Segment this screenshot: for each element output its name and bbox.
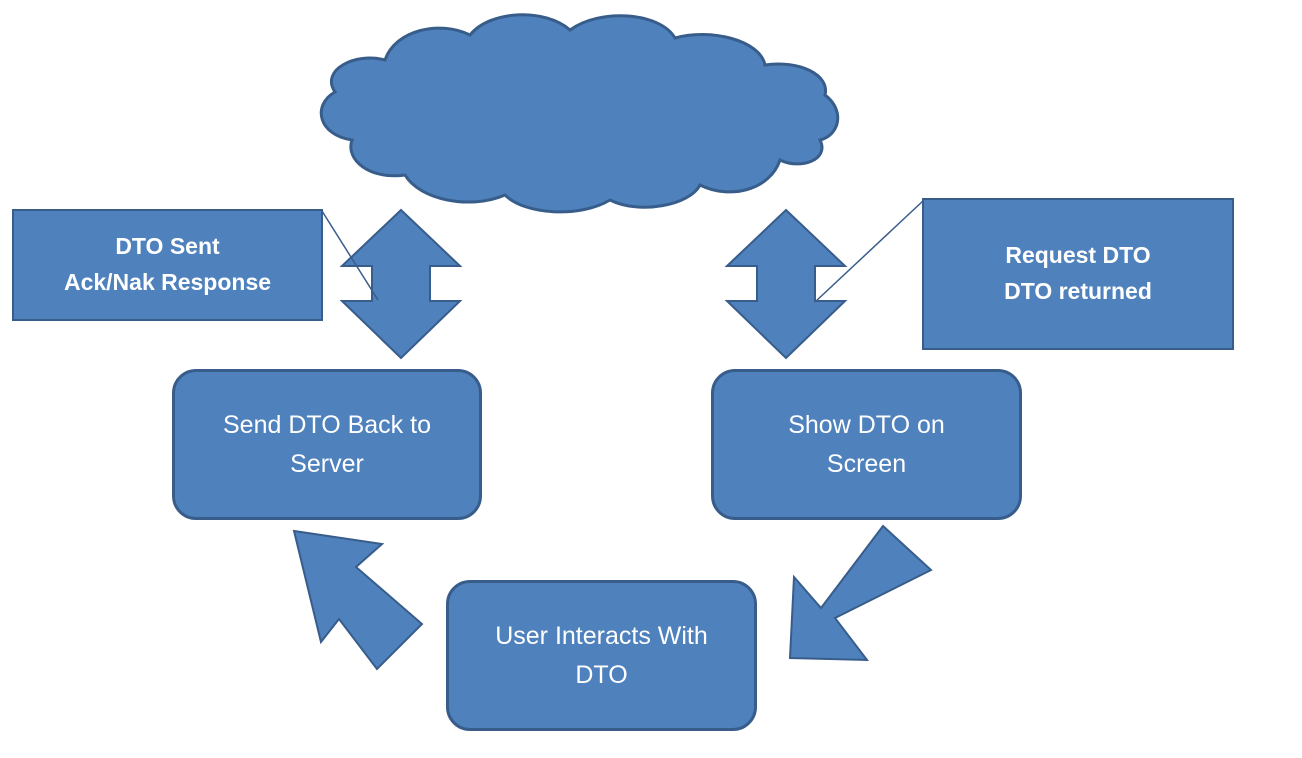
- node-user-interacts-label: User Interacts With DTO: [495, 621, 708, 689]
- node-show-dto-label: Show DTO on Screen: [788, 410, 945, 478]
- node-send-dto-back-label: Send DTO Back to Server: [223, 410, 431, 478]
- cloud-icon: [319, 13, 840, 214]
- callout-dto-sent-label: DTO Sent Ack/Nak Response: [63, 233, 272, 295]
- callout-dto-sent: DTO Sent Ack/Nak Response: [12, 209, 323, 321]
- arrow-down-left-icon: [788, 524, 933, 662]
- node-show-dto: Show DTO on Screen: [711, 369, 1022, 520]
- callout-left-leader: [321, 210, 379, 301]
- callout-right-leader: [814, 199, 925, 303]
- up-down-arrow-icon: [724, 208, 848, 360]
- arrow-up-left-icon: [292, 529, 424, 671]
- node-user-interacts: User Interacts With DTO: [446, 580, 757, 731]
- up-down-arrow-icon: [339, 208, 463, 360]
- callout-request-dto-label: Request DTO DTO returned: [1004, 242, 1152, 304]
- callout-request-dto: Request DTO DTO returned: [922, 198, 1234, 350]
- node-send-dto-back: Send DTO Back to Server: [172, 369, 482, 520]
